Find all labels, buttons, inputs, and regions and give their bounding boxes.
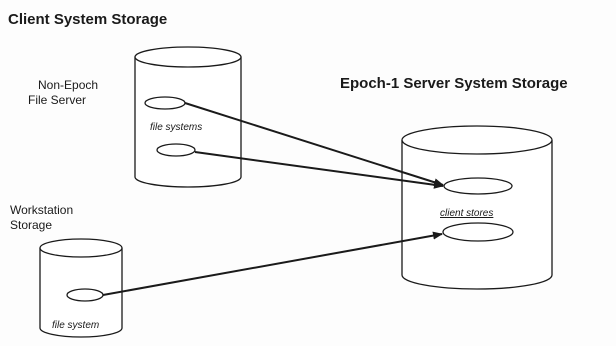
- file-server-label-line1: Non-Epoch: [38, 78, 98, 92]
- file-server-slot-bottom: [156, 143, 196, 157]
- workstation-label-line2: Storage: [10, 218, 52, 232]
- server-cylinder: [401, 125, 553, 290]
- file-server-label-line2: File Server: [28, 93, 86, 107]
- arrow-file-systems-top: [184, 102, 444, 187]
- server-storage-title: Epoch-1 Server System Storage: [340, 75, 568, 92]
- arrow-file-systems-bottom: [194, 151, 444, 189]
- arrow-file-system: [102, 231, 443, 296]
- file-server-slot-top: [144, 96, 186, 110]
- client-storage-title: Client System Storage: [8, 11, 167, 28]
- file-system-label: file system: [52, 320, 99, 331]
- workstation-slot: [66, 288, 104, 302]
- file-server-cylinder: [134, 46, 242, 188]
- workstation-label-line1: Workstation: [10, 203, 73, 217]
- server-slot-bottom: [442, 222, 514, 242]
- server-slot-top: [443, 177, 513, 195]
- client-stores-label: client stores: [440, 208, 493, 219]
- file-systems-label: file systems: [150, 122, 202, 133]
